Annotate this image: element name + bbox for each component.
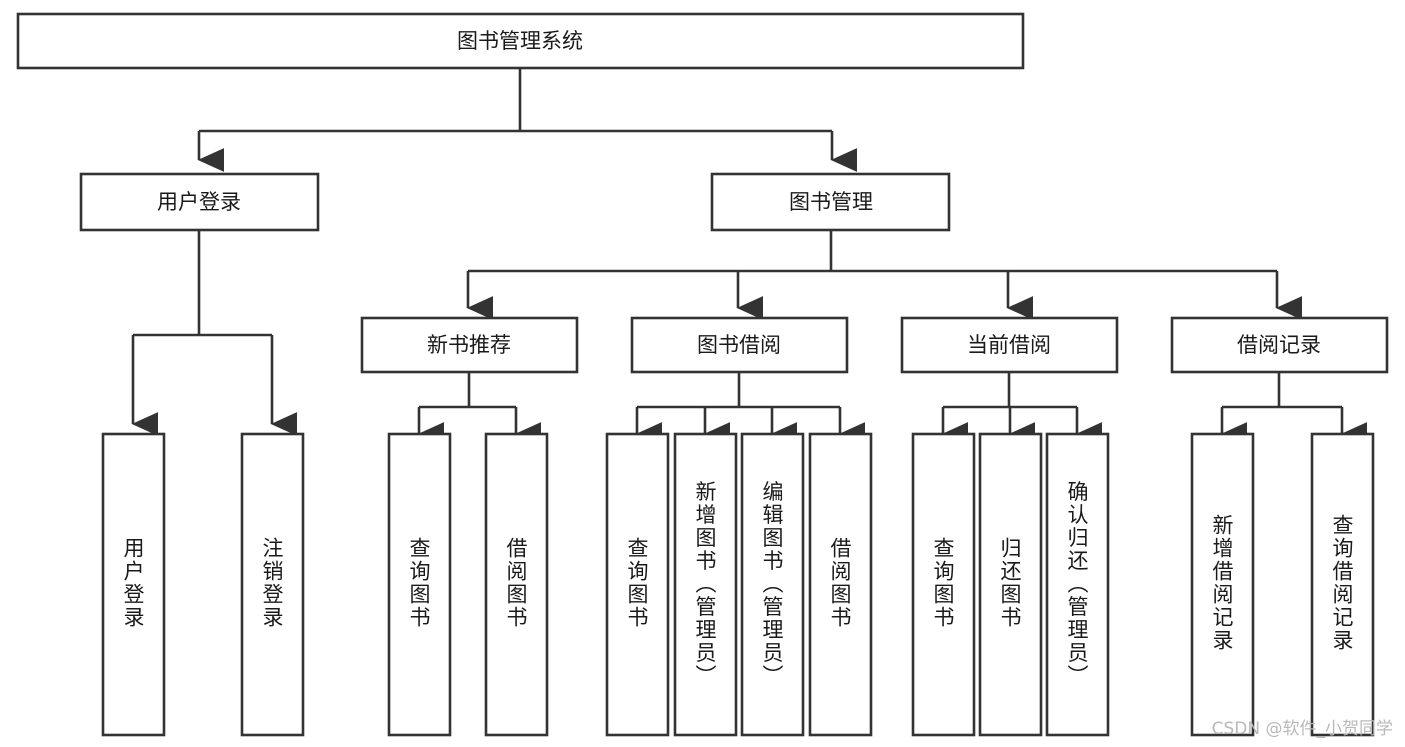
connector-book-manage-to-level3 xyxy=(466,230,1303,320)
leaf-user-logout-label: 注销登录 xyxy=(260,537,284,629)
leaf-borrow-book-1-box xyxy=(484,432,549,737)
connector-current-borrow-to-leaves xyxy=(941,372,1103,446)
node-user-login-box xyxy=(79,172,320,232)
leaf-query-book-3[interactable]: 查询图书 xyxy=(911,432,976,737)
leaf-confirm-return-box xyxy=(1045,432,1110,737)
node-root-label: 图书管理系统 xyxy=(457,29,583,53)
connector-borrow-record-to-leaves xyxy=(1220,372,1368,446)
leaf-confirm-return-label: 确认归还（管理员） xyxy=(1065,481,1089,688)
connector-root-to-level2 xyxy=(197,68,858,172)
leaf-borrow-book-1-label: 借阅图书 xyxy=(504,537,528,629)
leaf-user-logout[interactable]: 注销登录 xyxy=(240,432,305,737)
leaf-add-record-label: 新增借阅记录 xyxy=(1210,514,1234,652)
node-book-borrow[interactable]: 图书借阅 xyxy=(630,316,849,374)
node-current-borrow-box xyxy=(900,316,1119,374)
node-book-manage[interactable]: 图书管理 xyxy=(710,172,951,232)
leaf-query-book-1[interactable]: 查询图书 xyxy=(387,432,452,737)
leaf-edit-book-label: 编辑图书（管理员） xyxy=(760,481,784,688)
node-current-borrow[interactable]: 当前借阅 xyxy=(900,316,1119,374)
leaf-add-book-box xyxy=(673,432,738,737)
leaf-user-login-box xyxy=(101,432,166,737)
leaf-user-login-label: 用户登录 xyxy=(121,537,145,629)
leaf-return-book-box xyxy=(978,432,1043,737)
leaf-query-book-1-label: 查询图书 xyxy=(407,537,431,629)
node-user-login-label: 用户登录 xyxy=(157,190,241,214)
node-book-borrow-label: 图书借阅 xyxy=(697,333,781,357)
leaf-user-login[interactable]: 用户登录 xyxy=(101,432,166,737)
leaf-edit-book-box xyxy=(740,432,805,737)
node-book-manage-label: 图书管理 xyxy=(789,190,873,214)
leaf-return-book[interactable]: 归还图书 xyxy=(978,432,1043,737)
connector-book-borrow-to-leaves xyxy=(635,372,866,446)
leaf-edit-book[interactable]: 编辑图书（管理员） xyxy=(740,432,805,737)
leaf-query-book-3-box xyxy=(911,432,976,737)
node-new-book-recommend[interactable]: 新书推荐 xyxy=(360,316,579,374)
leaf-return-book-label: 归还图书 xyxy=(998,537,1022,629)
leaf-query-record[interactable]: 查询借阅记录 xyxy=(1310,432,1375,737)
leaf-add-record-box xyxy=(1190,432,1255,737)
node-root-box xyxy=(16,12,1025,70)
leaf-query-record-box xyxy=(1310,432,1375,737)
leaf-borrow-book-1[interactable]: 借阅图书 xyxy=(484,432,549,737)
leaf-user-logout-box xyxy=(240,432,305,737)
node-new-book-recommend-label: 新书推荐 xyxy=(427,333,511,357)
node-root[interactable]: 图书管理系统 xyxy=(16,12,1025,70)
leaf-add-book[interactable]: 新增图书（管理员） xyxy=(673,432,738,737)
node-user-login[interactable]: 用户登录 xyxy=(79,172,320,232)
leaf-borrow-book-2-label: 借阅图书 xyxy=(828,537,852,629)
node-borrow-record-label: 借阅记录 xyxy=(1237,333,1321,357)
leaf-query-book-1-box xyxy=(387,432,452,737)
leaf-add-record[interactable]: 新增借阅记录 xyxy=(1190,432,1255,737)
leaf-confirm-return[interactable]: 确认归还（管理员） xyxy=(1045,432,1110,737)
leaf-query-book-3-label: 查询图书 xyxy=(931,537,955,629)
leaf-borrow-book-2[interactable]: 借阅图书 xyxy=(808,432,873,737)
watermark-label: CSDN @软件_小贺同学 xyxy=(1212,719,1393,739)
node-new-book-recommend-box xyxy=(360,316,579,374)
leaf-add-book-label: 新增图书（管理员） xyxy=(693,481,717,688)
connector-user-login-to-leaves xyxy=(131,230,298,436)
leaf-borrow-book-2-box xyxy=(808,432,873,737)
leaf-query-record-label: 查询借阅记录 xyxy=(1330,514,1354,652)
connector-new-book-recommend-to-leaves xyxy=(417,372,542,446)
leaf-query-book-2-box xyxy=(605,432,670,737)
leaf-query-book-2-label: 查询图书 xyxy=(625,537,649,629)
node-borrow-record[interactable]: 借阅记录 xyxy=(1170,316,1389,374)
leaf-query-book-2[interactable]: 查询图书 xyxy=(605,432,670,737)
node-current-borrow-label: 当前借阅 xyxy=(967,333,1051,357)
